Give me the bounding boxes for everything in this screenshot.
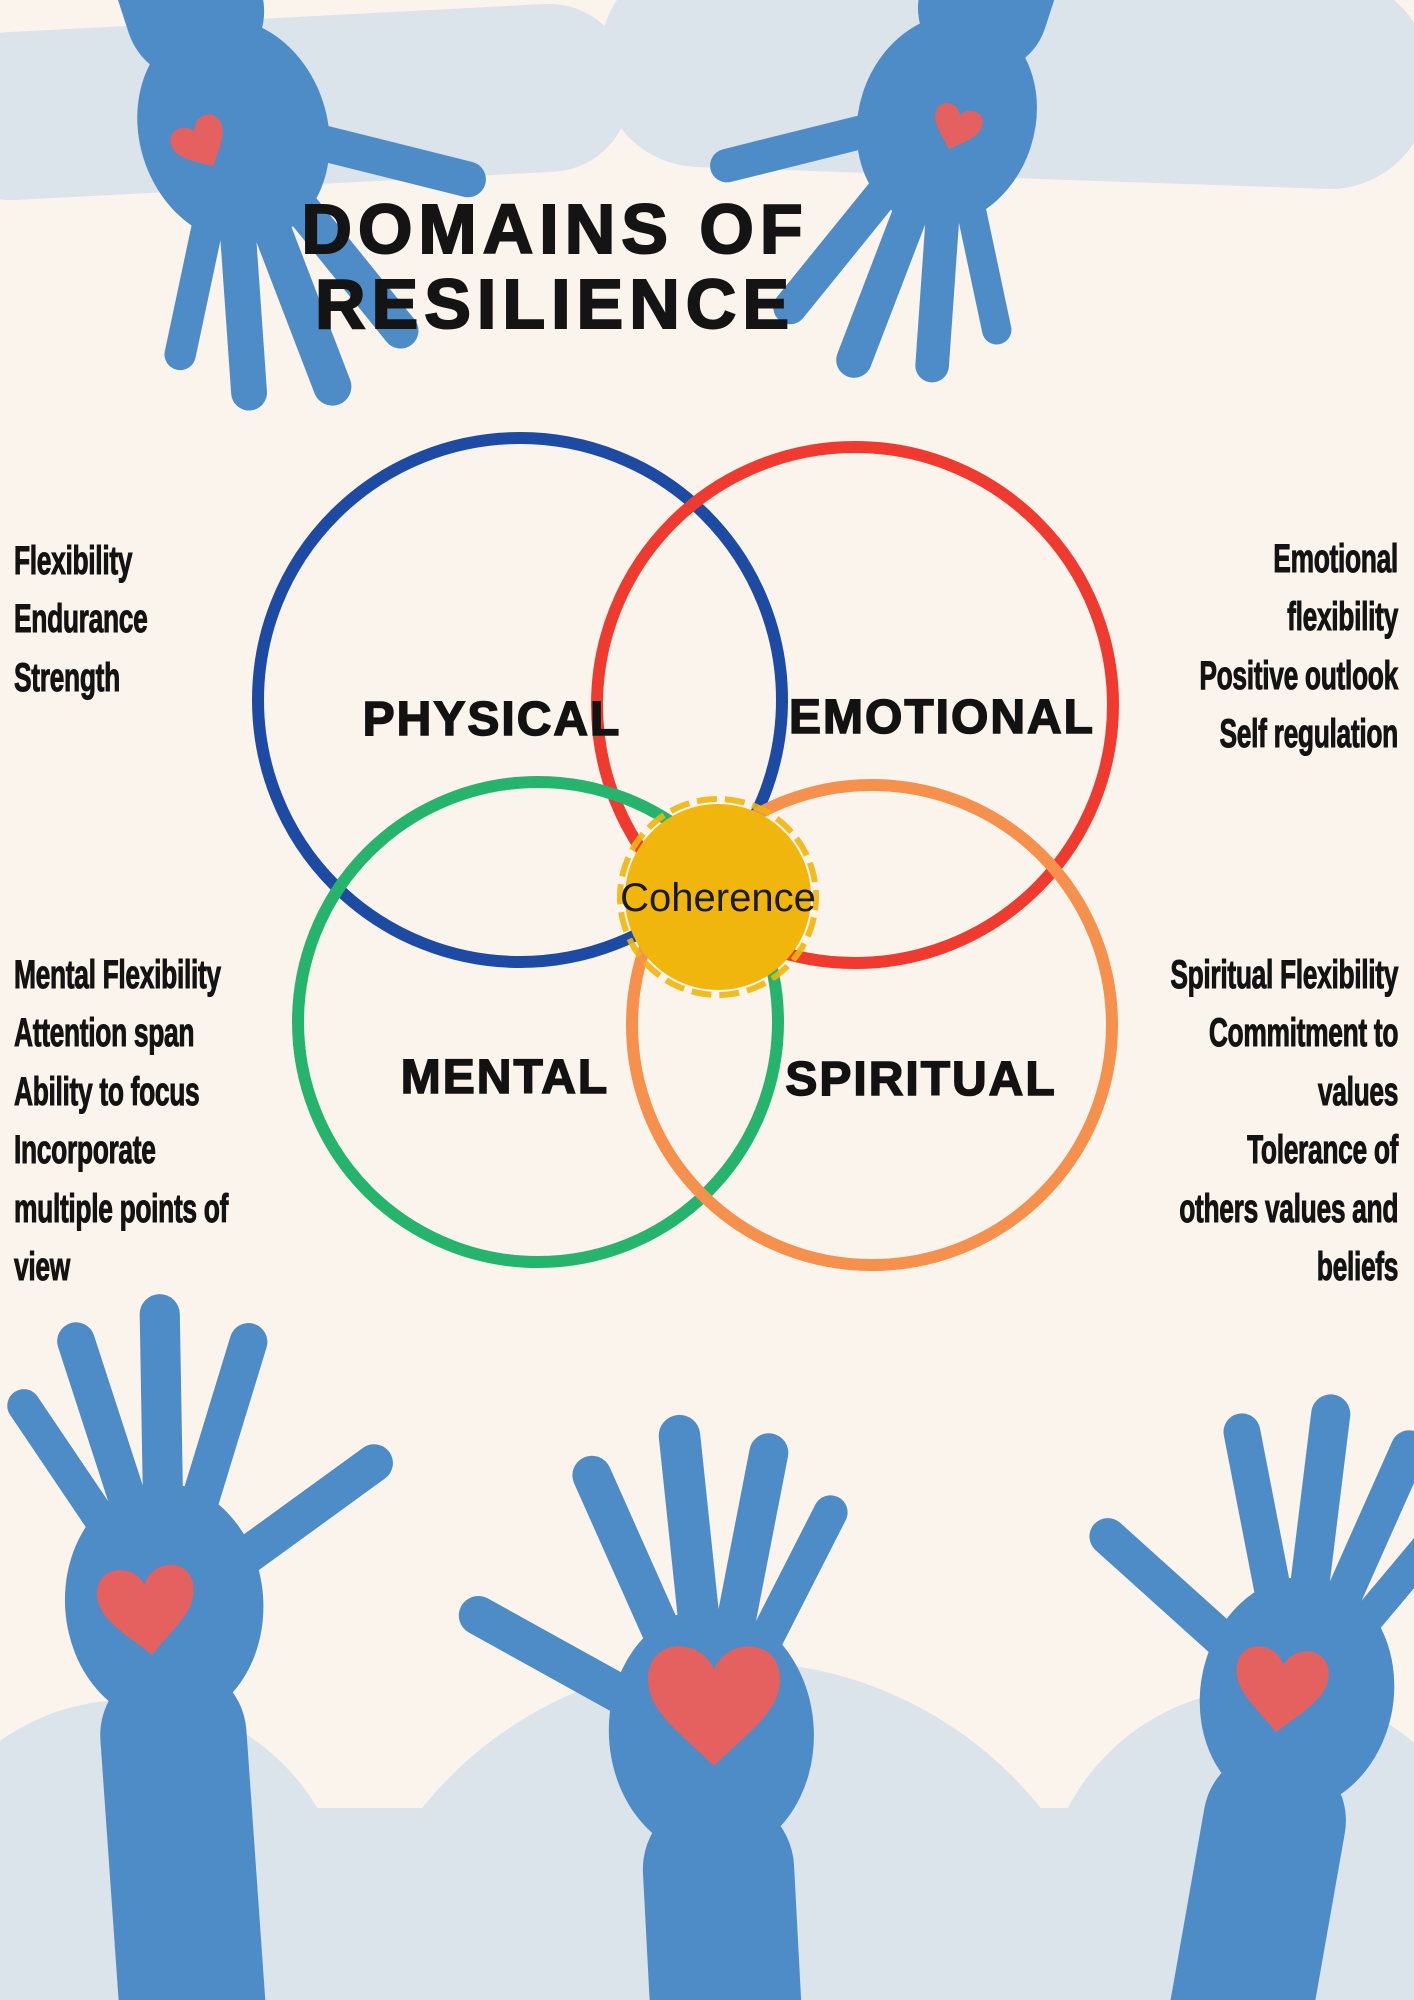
coherence-label: Coherence: [620, 876, 816, 920]
annotation-line: Flexibility: [14, 538, 133, 583]
annotation-line: Self regulation: [1219, 712, 1398, 757]
annotation-emotional: Emotional flexibility Positive outlook S…: [1199, 530, 1399, 764]
annotation-line: view: [14, 1245, 71, 1290]
annotation-line: Tolerance of: [1246, 1128, 1399, 1173]
coherence-scribble-inner: [629, 808, 807, 986]
poster-title: DOMAINS OF RESILIENCE: [0, 190, 1110, 343]
venn-label-mental: MENTAL: [400, 1050, 610, 1105]
annotation-line: multiple points of: [14, 1186, 229, 1231]
annotation-line: Commitment to: [1208, 1011, 1398, 1056]
annotation-line: Spiritual Flexibility: [1170, 952, 1399, 997]
coherence-circle: [625, 804, 811, 990]
venn-label-emotional: EMOTIONAL: [788, 690, 1095, 745]
annotation-line: values: [1317, 1069, 1398, 1114]
venn-circle-spiritual: [626, 779, 1118, 1271]
venn-label-physical: PHYSICAL: [362, 692, 622, 747]
annotation-line: Attention span: [14, 1011, 195, 1056]
annotation-line: Strength: [14, 655, 121, 700]
annotation-line: flexibility: [1287, 595, 1399, 640]
venn-circle-physical: [252, 432, 788, 968]
annotation-line: beliefs: [1316, 1245, 1398, 1290]
hand-bottom-right-icon: [943, 1354, 1414, 2000]
annotation-line: Ability to focus: [14, 1069, 200, 1114]
venn-circle-emotional: [591, 441, 1119, 969]
venn-label-spiritual: SPIRITUAL: [785, 1052, 1057, 1107]
venn-circle-mental: [292, 776, 784, 1268]
title-line-2: RESILIENCE: [314, 265, 796, 343]
annotation-line: Mental Flexibility: [14, 952, 222, 997]
annotation-line: others values and: [1179, 1186, 1399, 1231]
annotation-spiritual: Spiritual Flexibility Commitment to valu…: [1170, 946, 1399, 1296]
coherence-scribble-outer: [617, 796, 819, 998]
annotation-line: Emotional: [1273, 536, 1399, 581]
hand-bottom-left-icon: [0, 1277, 458, 2000]
annotation-physical: Flexibility Endurance Strength: [14, 532, 148, 707]
annotation-line: Incorporate: [14, 1128, 157, 1173]
title-line-1: DOMAINS OF: [300, 190, 809, 268]
annotation-line: Endurance: [14, 597, 148, 642]
annotation-mental: Mental Flexibility Attention span Abilit…: [14, 946, 229, 1296]
annotation-line: Positive outlook: [1199, 653, 1399, 698]
